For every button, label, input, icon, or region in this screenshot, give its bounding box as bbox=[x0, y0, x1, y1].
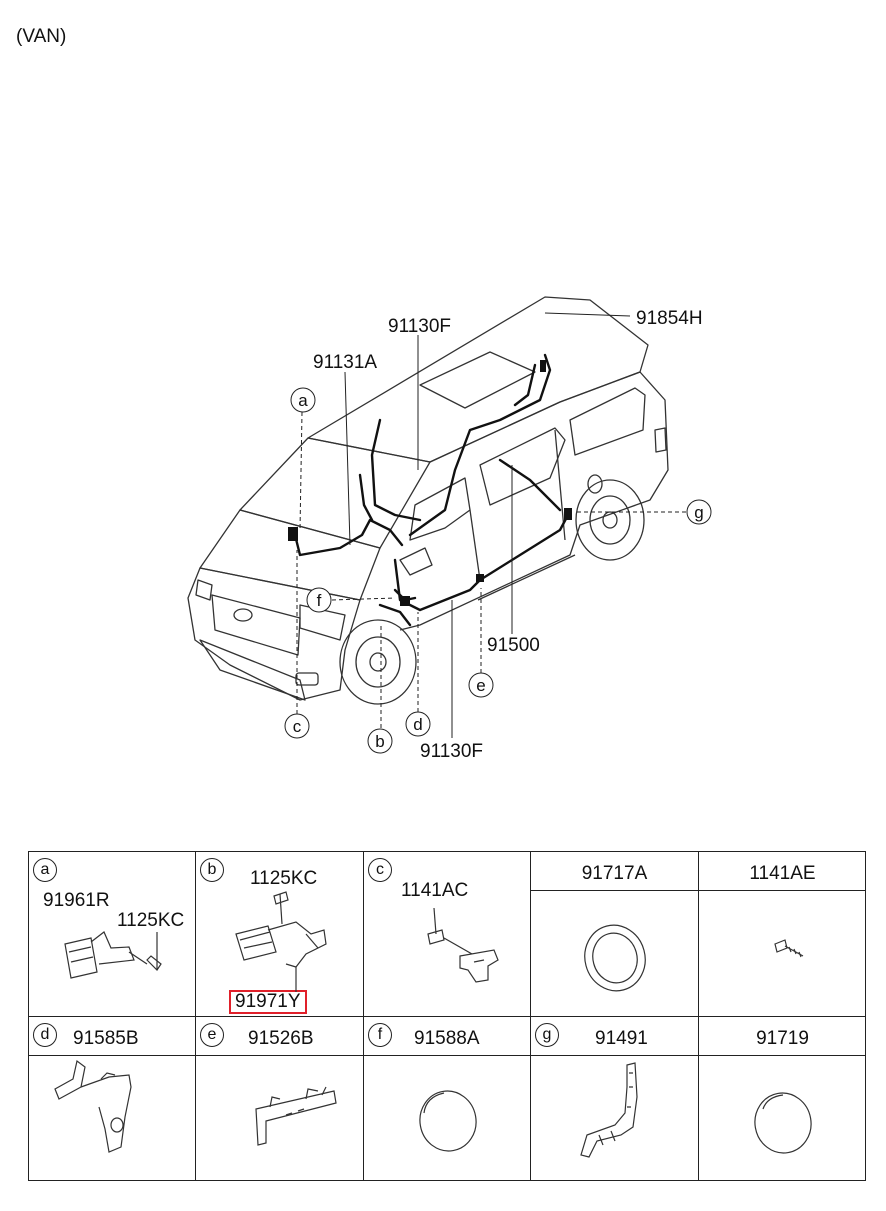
header-91717A: 91717A bbox=[531, 852, 698, 891]
marker-e: e bbox=[468, 672, 494, 698]
header-e: e 91526B bbox=[196, 1017, 363, 1056]
cell-e: e 91526B bbox=[196, 1017, 364, 1181]
part-drawing-f bbox=[419, 1090, 477, 1152]
wiring-harness bbox=[293, 353, 570, 627]
svg-text:c: c bbox=[293, 717, 302, 736]
part-drawing-a bbox=[64, 931, 162, 979]
part-1125KC-a: 1125KC bbox=[117, 910, 185, 931]
callout-91130F-bottom: 91130F bbox=[420, 741, 483, 762]
variant-label: (VAN) bbox=[16, 26, 67, 47]
part-drawing-g bbox=[580, 1062, 638, 1158]
part-1141AC: 1141AC bbox=[401, 880, 469, 901]
cell-letter-b: b bbox=[200, 858, 224, 882]
header-91719: 91719 bbox=[699, 1017, 866, 1056]
cell-91717A: 91717A bbox=[531, 852, 699, 1017]
callout-91130F-top: 91130F bbox=[388, 316, 451, 337]
cell-a: a 91961R 1125KC bbox=[29, 852, 196, 1017]
marker-b: b bbox=[367, 728, 393, 754]
header-f: f 91588A bbox=[364, 1017, 530, 1056]
part-91588A: 91588A bbox=[414, 1028, 480, 1049]
cell-1141AE: 1141AE bbox=[699, 852, 866, 1017]
parts-table: a 91961R 1125KC b 1125KC 91971Y bbox=[28, 851, 866, 1181]
cell-d: d 91585B bbox=[29, 1017, 196, 1181]
callout-91500: 91500 bbox=[487, 635, 540, 656]
cell-letter-c: c bbox=[368, 858, 392, 882]
cell-letter-e: e bbox=[200, 1023, 224, 1047]
svg-text:f: f bbox=[317, 591, 322, 610]
leader-lines bbox=[296, 312, 686, 738]
cell-c: c 1141AC bbox=[364, 852, 531, 1017]
cell-g: g 91491 bbox=[531, 1017, 699, 1181]
cell-b: b 1125KC 91971Y bbox=[196, 852, 364, 1017]
marker-c: c bbox=[284, 713, 310, 739]
part-drawing-d bbox=[54, 1059, 132, 1153]
marker-a: a bbox=[290, 387, 316, 413]
cell-letter-g: g bbox=[535, 1023, 559, 1047]
part-1125KC-b: 1125KC bbox=[250, 868, 318, 889]
cell-letter-a: a bbox=[33, 858, 57, 882]
connectors bbox=[288, 360, 572, 606]
part-91717A: 91717A bbox=[581, 863, 648, 884]
svg-text:a: a bbox=[298, 391, 308, 410]
part-91971Y-highlighted: 91971Y bbox=[229, 990, 307, 1014]
vehicle-wiring-diagram: 91130F 91854H 91131A 91500 91130F a b c … bbox=[187, 296, 712, 762]
part-91491: 91491 bbox=[595, 1028, 648, 1049]
svg-text:e: e bbox=[476, 676, 485, 695]
cell-91719: 91719 bbox=[699, 1017, 866, 1181]
cell-letter-f: f bbox=[368, 1023, 392, 1047]
callout-91854H: 91854H bbox=[636, 308, 703, 329]
part-91719: 91719 bbox=[756, 1028, 809, 1049]
header-g: g 91491 bbox=[531, 1017, 698, 1056]
callout-91131A: 91131A bbox=[313, 352, 377, 373]
cell-f: f 91588A bbox=[364, 1017, 531, 1181]
part-drawing-e bbox=[255, 1086, 337, 1146]
part-drawing-c bbox=[427, 907, 499, 983]
part-91961R: 91961R bbox=[43, 890, 110, 911]
marker-f: f bbox=[306, 587, 332, 613]
cell-letter-d: d bbox=[33, 1023, 57, 1047]
marker-g: g bbox=[686, 499, 712, 525]
van-body-outline bbox=[187, 296, 669, 705]
part-drawing-1141AE bbox=[774, 939, 804, 958]
part-drawing-91717A bbox=[584, 924, 646, 992]
header-d: d 91585B bbox=[29, 1017, 195, 1056]
svg-text:g: g bbox=[694, 503, 703, 522]
part-91526B: 91526B bbox=[248, 1028, 314, 1049]
marker-d: d bbox=[405, 711, 431, 737]
svg-text:d: d bbox=[413, 715, 422, 734]
part-91585B: 91585B bbox=[73, 1028, 139, 1049]
part-1141AE: 1141AE bbox=[749, 863, 816, 884]
part-drawing-b bbox=[235, 891, 327, 992]
header-1141AE: 1141AE bbox=[699, 852, 866, 891]
svg-text:b: b bbox=[375, 732, 384, 751]
part-drawing-91719 bbox=[754, 1092, 812, 1154]
